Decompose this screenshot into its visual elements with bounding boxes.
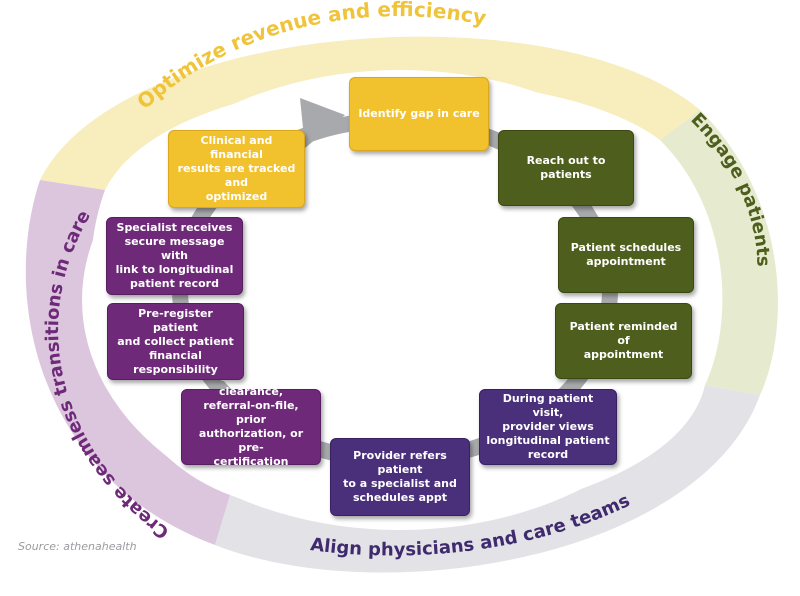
ring-segment-left — [25, 180, 230, 545]
step-during-visit: During patient visit, provider views lon… — [479, 389, 617, 465]
step-patient-schedules: Patient schedules appointment — [558, 217, 694, 293]
step-reach-out: Reach out to patients — [498, 130, 634, 206]
step-patient-reminded: Patient reminded of appointment — [555, 303, 692, 379]
source-caption: Source: athenahealth — [18, 540, 137, 553]
step-provider-refers: Provider refers patient to a specialist … — [330, 438, 470, 516]
ring-segment-right — [660, 110, 778, 395]
step-insurance-clearance: Insurance clearance, referral-on-file, p… — [181, 371, 321, 482]
cycle-arrowhead-icon — [300, 98, 345, 148]
ring-segment-top — [40, 36, 700, 190]
step-specialist-receives: Specialist receives secure message with … — [106, 217, 243, 295]
step-pre-register: Pre-register patient and collect patient… — [107, 303, 244, 380]
step-identify-gap: Identify gap in care — [349, 77, 489, 151]
step-clinical-financial: Clinical and financial results are track… — [168, 130, 305, 208]
